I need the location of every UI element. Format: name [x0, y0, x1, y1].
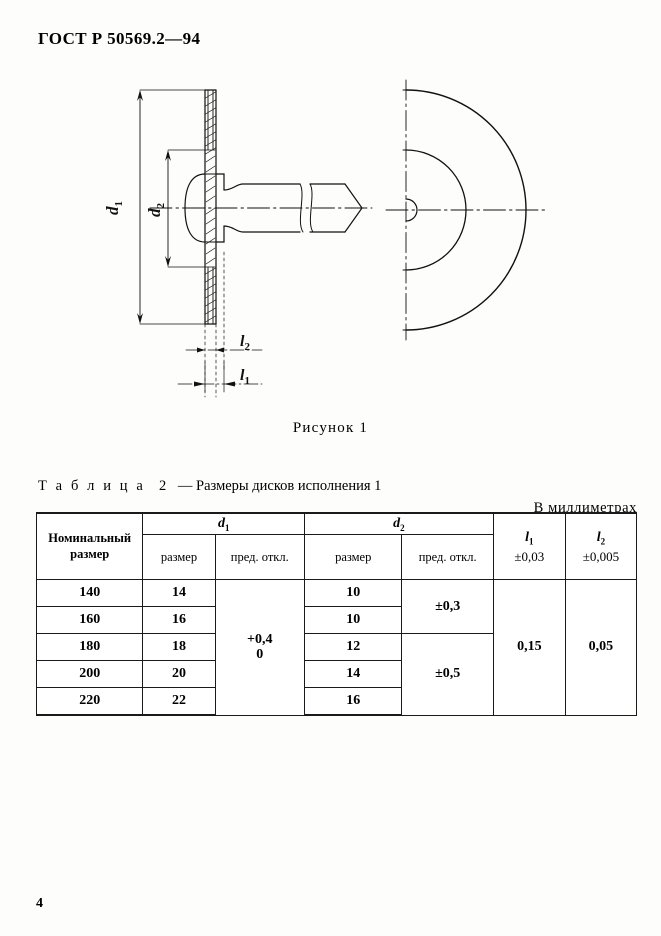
cell-d1-size: 22 [142, 687, 216, 716]
table-row: 160 16 10 [35, 606, 637, 634]
figure-caption: Рисунок 1 [292, 420, 369, 436]
table-header-row-sub: размер пред. откл. размер пред. откл. [37, 534, 637, 580]
header-d1-deviation: пред. откл. [214, 534, 305, 580]
header-l1: l1 ±0,03 [492, 512, 566, 580]
dimension-label-d1: d1 [103, 201, 125, 215]
cell-d2-size: 10 [303, 579, 403, 607]
header-l2: l2 ±0,005 [564, 512, 638, 580]
cell-nominal: 140 [35, 579, 144, 607]
cell-l2-value: 0,05 [564, 579, 638, 716]
header-d1-size: размер [142, 534, 216, 580]
cell-d2-deviation-second: ±0,5 [401, 633, 494, 716]
header-nominal-size: Номинальный размер [35, 512, 144, 580]
cell-nominal: 200 [35, 660, 144, 688]
header-group-d2: d2 [303, 512, 494, 535]
header-d2-deviation: пред. откл. [401, 534, 494, 580]
cell-nominal: 160 [35, 606, 144, 634]
table-row: 220 22 16 [35, 687, 637, 716]
table-header-row-group: Номинальный размер d1 d2 l1 ±0,03 l2 ±0,… [35, 512, 638, 580]
header-group-d1: d1 [142, 512, 305, 535]
dimensions-table: Номинальный размер d1 d2 l1 ±0,03 l2 ±0,… [35, 512, 638, 716]
cell-d1-size: 20 [142, 660, 216, 688]
technical-drawing-figure-1: d1 d2 l2 l1 [0, 62, 661, 412]
figure-1-svg: d1 d2 l2 l1 [103, 79, 549, 398]
cell-d2-deviation-first: ±0,3 [401, 579, 494, 634]
table-row: 200 20 14 [35, 660, 637, 688]
cell-l1-value: 0,15 [492, 579, 566, 716]
cell-d2-size: 12 [303, 633, 403, 661]
table-row: 140 14 +0,4 0 10 ±0,3 0,15 0,05 [35, 579, 638, 716]
cell-d1-size: 14 [142, 579, 216, 607]
standard-designation: ГОСТ Р 50569.2—94 [38, 29, 201, 48]
dimension-label-l2: l2 [240, 333, 250, 353]
dimension-label-d2: d2 [145, 203, 167, 218]
cell-d2-size: 16 [303, 687, 403, 716]
page-number: 4 [36, 896, 43, 911]
cell-d1-size: 16 [142, 606, 216, 634]
table-title-text: — Размеры дисков исполнения 1 [177, 478, 382, 494]
table-title-prefix: Т а б л и ц а [38, 478, 146, 494]
cell-nominal: 180 [35, 633, 144, 661]
cell-d1-deviation: +0,4 0 [214, 579, 305, 716]
dimension-label-l1: l1 [240, 367, 250, 387]
table-title: Т а б л и ц а 2 — Размеры дисков исполне… [38, 478, 381, 495]
cell-d2-size: 10 [303, 606, 403, 634]
cell-d1-size: 18 [142, 633, 216, 661]
cell-nominal: 220 [35, 687, 144, 716]
cell-d2-size: 14 [303, 660, 403, 688]
table-title-number: 2 [159, 478, 167, 494]
header-d2-size: размер [303, 534, 403, 580]
table-row: 180 18 12 ±0,5 [35, 633, 637, 716]
